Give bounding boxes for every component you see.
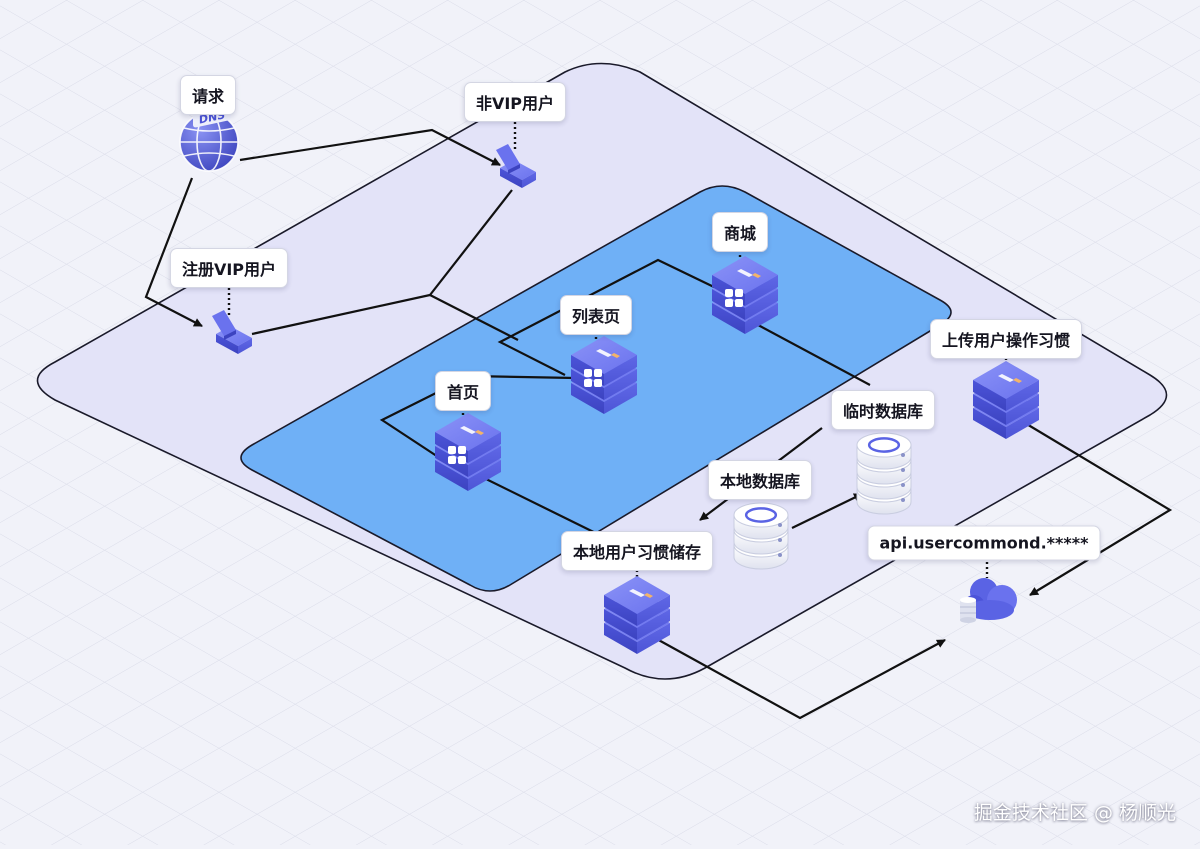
line-nonvip-to-hub (429, 189, 513, 296)
label-non-vip-user: 非VIP用户 (463, 82, 567, 122)
line-home-branch (379, 374, 576, 471)
label-local-database: 本地数据库 (707, 460, 813, 500)
label-list-page: 列表页 (559, 295, 633, 335)
line-localdb-to-temp (791, 493, 863, 529)
label-local-habit-storage: 本地用户习惯储存 (560, 531, 714, 571)
storage-server-icon (604, 576, 670, 654)
line-storage-to-api (654, 637, 946, 720)
mall-server-icon (712, 256, 778, 334)
home-server-icon (435, 413, 501, 491)
line-mall-to-temp (744, 317, 871, 386)
line-register-to-hub (251, 293, 431, 336)
line-hub-to-list (429, 294, 519, 341)
line-request-to-nonvip (239, 128, 501, 166)
small-database-icon (960, 597, 976, 623)
label-upload-user-habits: 上传用户操作习惯 (929, 319, 1083, 359)
nonvip-switch-icon (496, 144, 536, 188)
watermark: 掘金技术社区 @ 杨顺光 (973, 802, 1176, 824)
label-request: 请求 (179, 75, 237, 115)
list-server-icon (571, 336, 637, 414)
label-home-page: 首页 (434, 371, 492, 411)
register-switch-icon (212, 310, 252, 354)
upload-server-icon (973, 361, 1039, 439)
label-temp-database: 临时数据库 (830, 390, 936, 430)
local-database-icon (733, 502, 789, 570)
label-api-endpoint: api.usercommond.***** (867, 525, 1101, 561)
temp-database-icon (856, 432, 912, 515)
label-mall: 商城 (711, 212, 769, 252)
line-request-to-register (144, 177, 203, 327)
globe-icon: DNS (179, 106, 239, 172)
label-register-vip-user: 注册VIP用户 (169, 248, 289, 288)
line-upload-to-api (1019, 419, 1173, 596)
cloud-api-icon (960, 578, 1017, 623)
